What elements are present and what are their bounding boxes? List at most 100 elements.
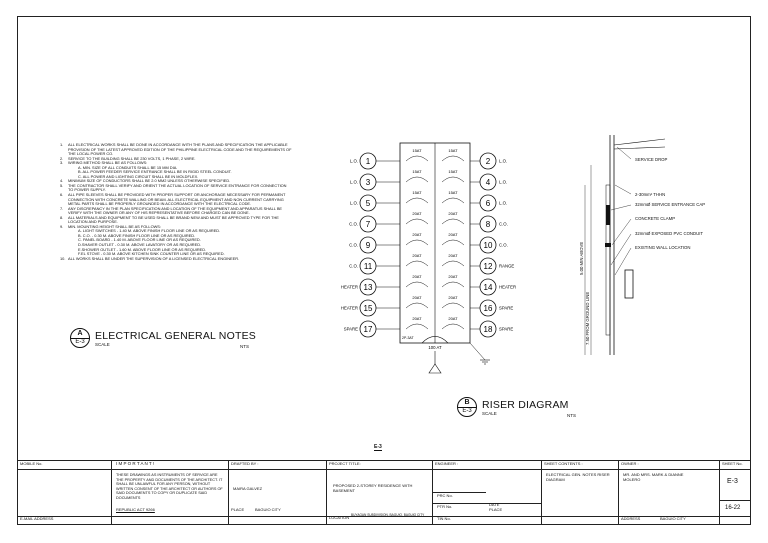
tb-drafted-by: DRAFTED BY :: [231, 461, 259, 466]
note-text: SERVICE TO THE BUILDING SHALL BE 230 VOL…: [68, 155, 196, 161]
left-circuit-label: L.O.: [350, 159, 358, 164]
note-number: 8.: [60, 214, 64, 220]
left-circuit-label: L.O.: [350, 180, 358, 185]
tb-engineer: ENGINEER :: [435, 461, 459, 466]
note-item: F.EL STOVE - 0.30 M. ABOVE KITCHEN SINK …: [60, 252, 292, 257]
tb-contents: SHEET CONTENTS :: [544, 461, 583, 466]
notes-caption: A E-3 ELECTRICAL GENERAL NOTES SCALE NTS: [70, 328, 256, 349]
label-concrete-clamp: CONCRETE CLAMP: [635, 216, 675, 221]
note-number: 7.: [60, 205, 64, 211]
left-breaker-rating: 20AT: [412, 295, 422, 300]
tb-important-text: THESE DRAWINGS AS INSTRUMENTS OF SERVICE…: [116, 473, 223, 500]
tb-mobile: MOBILE No.: [20, 461, 43, 466]
left-circuit-bubble: [359, 152, 377, 170]
note-number: 9.: [60, 223, 64, 229]
notes-detail-bubble: A E-3: [70, 328, 90, 348]
left-circuit-bubble: [359, 257, 377, 275]
riser-detail-sheet: E-3: [462, 408, 472, 414]
right-circuit-number: 2: [486, 157, 491, 166]
note-text: ALL ELECTRICAL WORKS SHALL BE DONE IN AC…: [68, 142, 292, 157]
left-circuit-label: L.O.: [350, 201, 358, 206]
service-drop-line-2: [613, 146, 666, 150]
label-entrance-cap: 32mmØ SERVICE ENTRANCE CAP: [635, 202, 705, 207]
tb-sheet-val: E-3: [727, 478, 738, 485]
label-thhn: 2-30mm² THHN: [635, 192, 665, 197]
left-breaker-rating: 15AT: [412, 190, 422, 195]
tb-sheet-count: 16-22: [725, 505, 741, 511]
note-item: 8.ALL MATERIALS AND EQUIPMENT TO BE USED…: [60, 214, 292, 225]
entrance-cap: [606, 205, 610, 225]
riser-detail-bubble: B E-3: [457, 397, 477, 417]
note-item: B. ALL POWER FEEDER SERVICE ENTRANCE SHA…: [60, 170, 292, 175]
note-text: D.SHAVER OUTLET - 0.30 M. ABOVE LAVATORY…: [78, 242, 202, 248]
right-breaker-arc: [441, 302, 465, 309]
notes-detail-sheet: E-3: [75, 339, 85, 345]
left-breaker-arc: [405, 323, 429, 330]
left-breaker-arc: [405, 155, 429, 162]
tb-tin: TIN No.: [437, 516, 451, 521]
left-circuit-number: 17: [364, 325, 373, 334]
right-circuit-number: 10: [484, 241, 493, 250]
note-text: C. PANEL BOARD - 1.40 M. ABOVE FLOOR LIN…: [78, 237, 201, 243]
note-text: ANY DISCREPANCY IN THE PLAN SPECIFICATIO…: [68, 205, 283, 216]
tb-address-val: BAGUIO CITY: [660, 516, 686, 521]
note-text: E.SHOWER OUTLET - 1.60 M. ABOVE FLOOR LI…: [78, 246, 207, 252]
right-circuit-number: 18: [484, 325, 493, 334]
tb-place: PLACE: [231, 507, 245, 512]
panel-tag: 2P-3AT: [402, 336, 414, 340]
right-circuit-bubble: [479, 215, 497, 233]
right-circuit-number: 16: [484, 304, 493, 313]
note-text: F.EL STOVE - 0.30 M. ABOVE KITCHEN SINK …: [78, 251, 225, 257]
right-breaker-arc: [441, 281, 465, 288]
note-text: B. C.O. - 0.30 M. ABOVE FINISH FLOOR LIN…: [78, 232, 196, 238]
riser-caption-scale: SCALE: [482, 410, 497, 416]
label-service-drop: SERVICE DROP: [635, 157, 668, 162]
note-item: 9. MIN. MOUNTING HEIGHT SHALL BE AS FOLLO…: [60, 223, 292, 230]
main-breaker-arc: [421, 336, 449, 344]
right-circuit-label: HEATER: [499, 285, 516, 290]
tb-location: LOCATION: [329, 515, 350, 520]
riser-detail-letter: B: [464, 399, 470, 406]
left-circuit-bubble: [359, 194, 377, 212]
right-breaker-arc: [441, 155, 465, 162]
tb-place-val: BAGUIO CITY: [255, 507, 281, 512]
left-breaker-rating: 15AT: [412, 148, 422, 153]
left-breaker-arc: [405, 218, 429, 225]
main-breaker-rating: 100 AT: [428, 345, 442, 350]
left-circuit-bubble: [359, 320, 377, 338]
note-text: MIN. MOUNTING HEIGHT SHALL BE AS FOLLOWS…: [68, 223, 161, 229]
left-circuit-bubble: [359, 215, 377, 233]
left-breaker-arc: [405, 176, 429, 183]
left-circuit-label: C.O.: [349, 264, 358, 269]
riser-caption: B E-3 RISER DIAGRAM SCALE NTS: [457, 397, 576, 418]
right-circuit-number: 8: [486, 220, 491, 229]
right-circuit-bubble: [479, 236, 497, 254]
left-breaker-arc: [405, 197, 429, 204]
tb-owner: OWNER :: [621, 461, 639, 466]
right-breaker-arc: [441, 239, 465, 246]
right-breaker-rating: 15AT: [448, 169, 458, 174]
tb-owner-val: MR. AND MRS. MARK & DIANNE MOLERO: [623, 472, 684, 482]
left-breaker-rating: 20AT: [412, 274, 422, 279]
riser-caption-title: RISER DIAGRAM: [482, 398, 569, 411]
note-item: 10.ALL WORKS SHALL BE UNDER THE SUPERVIS…: [60, 256, 292, 262]
note-number: 5.: [60, 182, 64, 188]
notes-caption-title: ELECTRICAL GENERAL NOTES: [95, 329, 256, 342]
note-item: C. PANEL BOARD - 1.40 M. ABOVE FLOOR LIN…: [60, 238, 292, 243]
right-breaker-arc: [441, 218, 465, 225]
tb-republic: REPUBLIC ACT 9266: [116, 507, 155, 512]
note-text: WIRING METHOD SHALL BE AS FOLLOWS:: [68, 160, 148, 166]
right-breaker-rating: 15AT: [448, 190, 458, 195]
left-circuit-number: 3: [366, 178, 371, 187]
service-drop-line: [613, 138, 666, 146]
right-circuit-number: 14: [484, 283, 493, 292]
right-breaker-rating: 20AT: [448, 232, 458, 237]
tb-prc: PRC No.: [437, 493, 453, 498]
left-circuit-label: C.O.: [349, 243, 358, 248]
tb-drafter: MAIRA GALVEZ: [233, 486, 263, 491]
left-circuit-label: HEATER: [341, 306, 358, 311]
note-item: 3.WIRING METHOD SHALL BE AS FOLLOWS:: [60, 161, 292, 166]
sheet-reference: E-3: [374, 444, 382, 451]
riser-caption-nts: NTS: [567, 413, 576, 418]
